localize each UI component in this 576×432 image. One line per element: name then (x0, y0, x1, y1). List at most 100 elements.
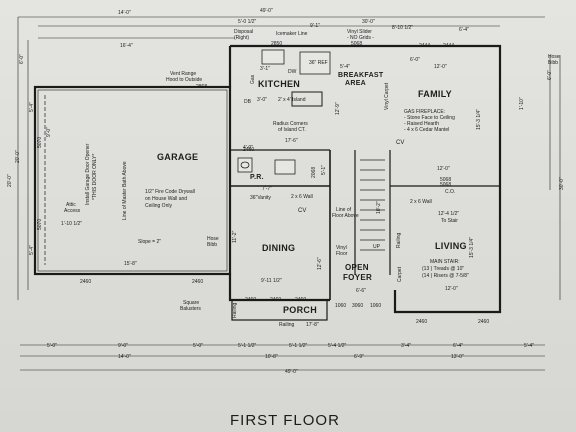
dim-bot2-c: 6'-9" (354, 354, 364, 360)
win-2460-b: 2460 (192, 279, 204, 285)
dim-attic-w: 1'-10 1/2" (61, 221, 83, 227)
win-2460-e: 2460 (295, 297, 307, 303)
note-vinyl-slider-2: - NO Grids - (347, 35, 374, 41)
win-2460-d: 2460 (270, 297, 282, 303)
dim-bot-e: 5'-1 1/2" (289, 343, 308, 349)
note-main-stair-1: (13 ) Treads @ 10" (422, 266, 465, 272)
note-fire-code-3: Ceiling Only (145, 203, 172, 209)
dim-foyer-d: 6'-6" (356, 288, 366, 294)
dim-top-e: 16'-4" (120, 43, 133, 49)
note-wall-2x6-b: 2 x 6 Wall (410, 199, 432, 205)
note-vinyl-carpet: Vinyl Carpet (384, 82, 390, 110)
dim-garage-w: 15'-8" (124, 261, 137, 267)
dim-left-total: 20'-0" (15, 150, 21, 163)
room-breakfast: BREAKFAST (338, 72, 384, 79)
dim-top-d: 6'-4" (459, 27, 469, 33)
dim-right-total: 30'-0" (559, 177, 565, 190)
note-fire-code-2: on House Wall and (145, 196, 188, 202)
dim-bot-i: 5'-4" (524, 343, 534, 349)
dim-kitchen-d: 17'-6" (285, 138, 298, 144)
dim-top-b: 9'-1" (310, 23, 320, 29)
dim-top-second: 30'-0" (362, 19, 375, 25)
note-main-stair-2: (14 ) Risers @ 7-5/8" (422, 273, 469, 279)
note-radius-2: of Island CT. (278, 127, 306, 133)
note-floor-above: Line of (336, 207, 352, 213)
dim-left-d: 6'-0" (19, 54, 25, 64)
dim-bot-a: 5'-0" (47, 343, 57, 349)
dim-left-c: 5'-4" (29, 245, 35, 255)
note-gas-fp-1: - Stone Face to Ceiling (404, 115, 455, 121)
dim-bot2-d: 13'-0" (451, 354, 464, 360)
win-5070-a: 5070 (37, 136, 43, 148)
note-garage-opener: Install Garage Door Opener (85, 143, 91, 205)
dim-bot-d: 5'-1 1/2" (238, 343, 257, 349)
note-radius: Radius Corners (273, 121, 308, 127)
note-garage-opener-2: *THIS DOOR ONLY* (92, 153, 98, 200)
win-1060-b: 1060 (370, 303, 382, 309)
note-vinyl-slider: Vinyl Slider (347, 29, 372, 35)
dim-kitchen-2: 3'-0" (257, 97, 267, 103)
room-breakfast-area: AREA (345, 80, 367, 87)
dim-right-a: 6'-0" (547, 70, 553, 80)
note-island: 2' x 4' Island (278, 97, 306, 103)
note-gas: Gas (250, 74, 256, 84)
note-fire-code: 1/2" Fire Code Drywall (145, 189, 195, 195)
dim-garage-d: 20'-0" (7, 174, 13, 187)
note-gas-fp-2: - Raised Hearth (404, 121, 440, 127)
dim-right-b: 1'-10" (519, 97, 525, 110)
dim-family-w: 12'-0" (434, 64, 447, 70)
note-attic-2: Access (64, 208, 81, 214)
drawing-title: FIRST FLOOR (230, 412, 340, 429)
note-icemaker: Icemaker Line (276, 31, 308, 37)
room-garage: GARAGE (157, 152, 199, 162)
note-railing-1: Railing (232, 302, 238, 318)
dim-bot-f: 5'-4 1/2" (328, 343, 347, 349)
dim-bot-g: 3'-4" (401, 343, 411, 349)
dim-dining-w: 7'-7" (262, 186, 272, 192)
dim-kitchen-3: 5'-4" (340, 64, 350, 70)
note-db: DB (244, 99, 251, 105)
note-vent-range-2: Hood to Outside (166, 77, 203, 83)
win-2460-f: 2460 (243, 147, 255, 153)
note-door-2068: 2068 (311, 166, 317, 178)
room-living: LIVING (435, 241, 467, 251)
dim-family-w2: 6'-0" (410, 57, 420, 63)
note-vinyl-floor-2: Floor (336, 251, 348, 257)
note-hose-bibb-right: Hose (548, 54, 560, 60)
dim-pr-d: 5'-1" (321, 165, 327, 175)
dim-dining-d2: 12'-6" (317, 257, 323, 270)
note-hose-bibb-garage: Hose (207, 236, 219, 242)
dim-living-w2: 12'-0" (437, 166, 450, 172)
dim-top-a: 5'-0 1/2" (238, 19, 257, 25)
dim-top-f: 14'-0" (118, 10, 131, 16)
note-ref: 36" REF (309, 60, 328, 66)
win-2444-a: 2444 (419, 43, 431, 49)
note-railing-2: Railing (279, 322, 295, 328)
note-vinyl-slider-3: 5068 (351, 41, 363, 47)
room-family: FAMILY (418, 89, 452, 99)
dim-left-b: 5'-4" (29, 102, 35, 112)
note-square-balusters: Square (183, 300, 200, 306)
dim-family-d: 15'-3 1/4" (476, 108, 482, 130)
walls (33, 44, 502, 321)
dim-pr-w: 4'-0" (243, 145, 253, 151)
note-carpet: Carpet (397, 266, 403, 282)
dim-bot-b: 9'-0" (118, 343, 128, 349)
dim-living-w: 12'-4 1/2" (438, 211, 460, 217)
dim-bot2-b: 10'-8" (265, 354, 278, 360)
win-2460-a: 2460 (80, 279, 92, 285)
note-gas-fp-3: - 4 x 6 Cedar Mantel (404, 127, 450, 133)
win-2460-c: 2460 (245, 297, 257, 303)
note-master-bath: Line of Master Bath Above (122, 161, 128, 220)
note-door-5068: 5068 (440, 182, 452, 188)
fixtures (237, 49, 331, 175)
dim-breakfast-d: 12'-9" (335, 102, 341, 115)
note-disposal: Disposal (234, 29, 254, 35)
note-vanity: 36"Vanity (250, 195, 271, 201)
note-wall-2x6: 2 x 6 Wall (291, 194, 313, 200)
note-square-balusters-2: Balusters (180, 306, 201, 312)
dim-top-c: 8'-10 1/2" (392, 25, 414, 31)
win-2850: 2850 (271, 41, 283, 47)
note-attic: Attic (66, 202, 76, 208)
